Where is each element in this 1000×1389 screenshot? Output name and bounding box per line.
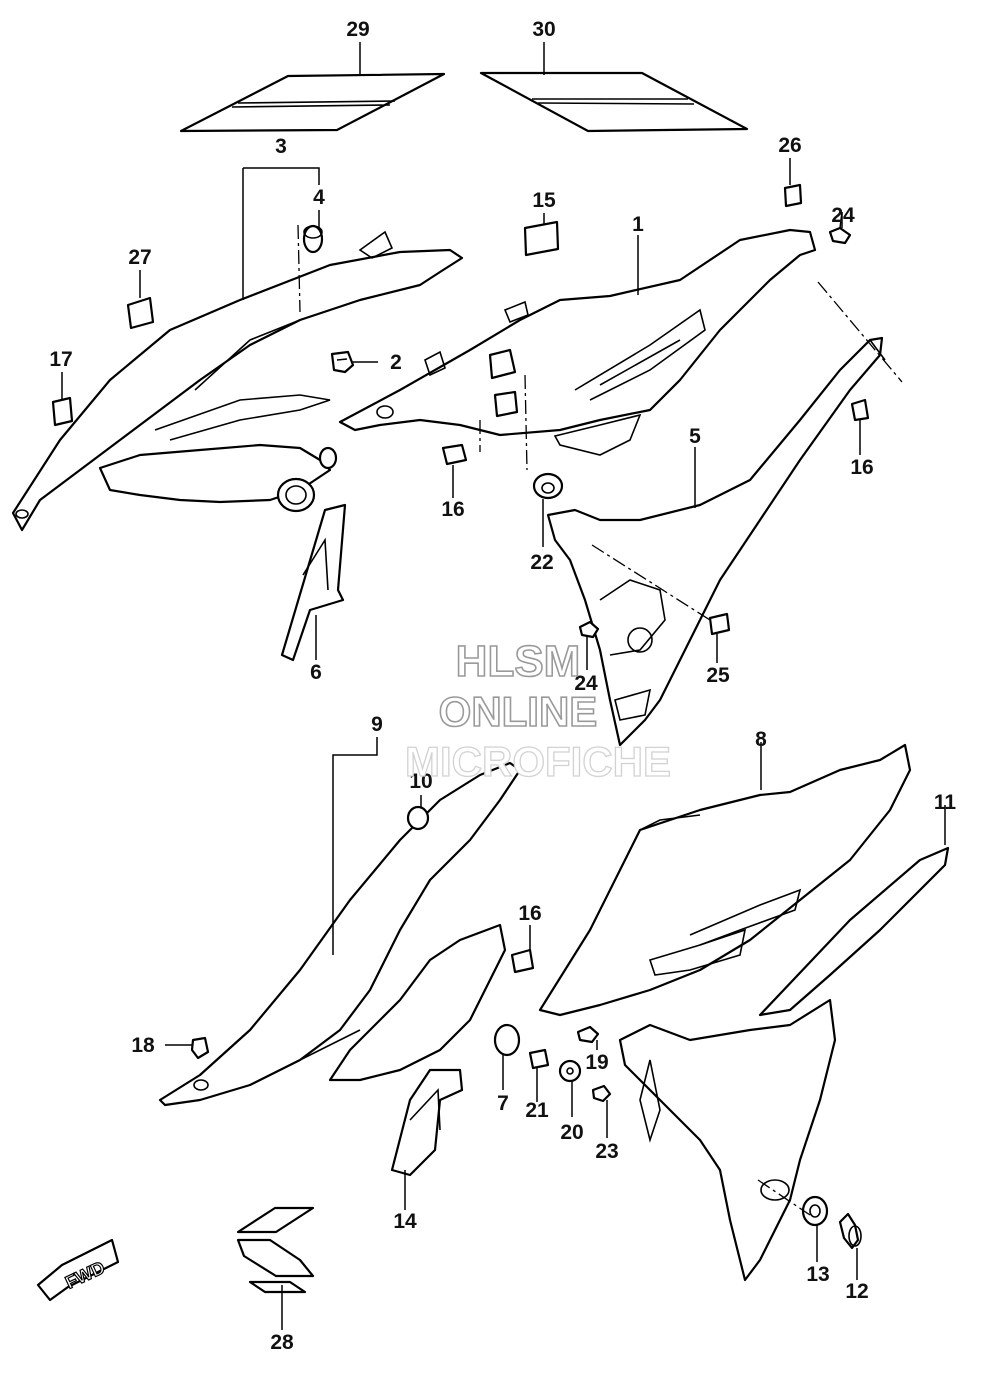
callout-13: 13 bbox=[806, 1263, 829, 1286]
seat-tail-cover-1 bbox=[338, 228, 817, 456]
lower-cover-11 bbox=[758, 846, 950, 1017]
undertail-panel bbox=[618, 998, 837, 1282]
decal-29 bbox=[179, 72, 446, 133]
bracket-6 bbox=[280, 503, 347, 662]
leader-lines bbox=[61, 42, 946, 1330]
callout-28: 28 bbox=[270, 1331, 294, 1354]
grommet-7 bbox=[493, 1023, 521, 1057]
bracket-screws-mid bbox=[488, 348, 519, 418]
callout-1: 1 bbox=[632, 213, 644, 236]
nut-2 bbox=[330, 350, 355, 374]
callout-16-mid: 16 bbox=[441, 498, 464, 521]
callout-labels: 29 30 3 4 27 17 2 15 1 26 24 16 16 22 5 … bbox=[49, 18, 956, 1354]
screw-23 bbox=[591, 1084, 612, 1103]
suzuki-emblem-28 bbox=[236, 1206, 315, 1294]
assembly-lines bbox=[297, 224, 903, 1216]
rubber-mount-left bbox=[276, 446, 338, 513]
washer-20 bbox=[558, 1059, 582, 1083]
bolt-12 bbox=[838, 1212, 862, 1250]
callout-18: 18 bbox=[131, 1034, 155, 1057]
decal-30 bbox=[479, 71, 749, 133]
callout-12: 12 bbox=[845, 1280, 868, 1303]
grommet-22 bbox=[532, 472, 564, 500]
callout-21: 21 bbox=[525, 1099, 549, 1122]
callout-9: 9 bbox=[371, 713, 383, 736]
clip-16-lower bbox=[510, 948, 535, 974]
pad-15 bbox=[523, 220, 560, 257]
callout-4: 4 bbox=[313, 186, 325, 209]
callout-23: 23 bbox=[595, 1140, 618, 1163]
callout-8: 8 bbox=[755, 728, 767, 751]
callout-22: 22 bbox=[530, 551, 553, 574]
callout-20: 20 bbox=[560, 1121, 583, 1144]
callout-17: 17 bbox=[49, 348, 72, 371]
callout-3: 3 bbox=[275, 135, 287, 158]
callout-19: 19 bbox=[585, 1051, 608, 1074]
bracket-14 bbox=[390, 1068, 464, 1177]
callout-15: 15 bbox=[532, 189, 556, 212]
callout-5: 5 bbox=[689, 425, 701, 448]
watermark-line2: ONLINE bbox=[439, 688, 598, 735]
clip-16-mid bbox=[441, 443, 468, 466]
watermark: HLSM ONLINE MICROFICHE bbox=[404, 636, 671, 785]
callout-27: 27 bbox=[128, 246, 151, 269]
clip-18 bbox=[190, 1036, 210, 1060]
callout-14: 14 bbox=[393, 1210, 417, 1233]
pad-17 bbox=[51, 396, 74, 427]
watermark-line3: MICROFICHE bbox=[405, 738, 671, 785]
frame-cover-left-upper bbox=[11, 230, 464, 532]
grommet-4 bbox=[302, 224, 324, 254]
frame-cover-left-lower bbox=[158, 761, 522, 1107]
callout-29: 29 bbox=[346, 18, 369, 41]
frame-cover-right bbox=[538, 743, 912, 1017]
callout-26: 26 bbox=[778, 134, 801, 157]
callout-11: 11 bbox=[934, 791, 957, 814]
callout-2: 2 bbox=[390, 351, 402, 374]
callout-25: 25 bbox=[706, 664, 730, 687]
callout-7: 7 bbox=[497, 1092, 509, 1115]
watermark-line1: HLSM bbox=[456, 637, 581, 686]
callout-10: 10 bbox=[409, 770, 432, 793]
screw-24-lower bbox=[578, 620, 600, 639]
callout-16-right: 16 bbox=[850, 456, 873, 479]
callout-6: 6 bbox=[310, 661, 322, 684]
callout-30: 30 bbox=[532, 18, 555, 41]
callout-24-upper: 24 bbox=[831, 204, 855, 227]
callout-24-lower: 24 bbox=[574, 672, 598, 695]
grommet-13 bbox=[801, 1195, 829, 1227]
collar-21 bbox=[528, 1048, 550, 1070]
screw-19 bbox=[576, 1025, 600, 1044]
fwd-arrow: FWD bbox=[36, 1238, 120, 1302]
pad-25 bbox=[708, 612, 731, 636]
rear-frame-cover-5 bbox=[546, 336, 886, 747]
callout-16-lower: 16 bbox=[518, 902, 541, 925]
pad-27 bbox=[126, 296, 155, 330]
clip-16-right bbox=[850, 398, 870, 422]
pad-26 bbox=[783, 183, 803, 208]
grommet-10 bbox=[406, 805, 430, 831]
